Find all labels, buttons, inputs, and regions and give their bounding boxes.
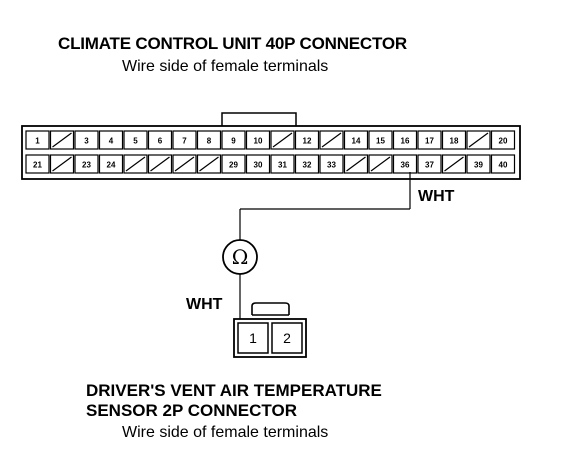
terminal-label: 40 <box>499 161 508 170</box>
terminal-cell-bottom-10 <box>245 154 271 174</box>
unused-terminal-slash <box>444 156 464 172</box>
unused-terminal-slash <box>321 132 342 148</box>
terminal-label: 1 <box>35 137 40 146</box>
terminal-label: 9 <box>231 137 236 146</box>
terminal-cell-top-14 <box>343 130 369 150</box>
wire-label-upper: WHT <box>418 188 455 205</box>
sensor-terminal-2 <box>271 322 303 354</box>
terminal-cell-top-16 <box>392 130 418 150</box>
unused-terminal-slash <box>174 156 195 172</box>
terminal-label: 39 <box>474 161 483 170</box>
terminal-label: 3 <box>84 137 89 146</box>
sensor-pin-label-2: 2 <box>283 330 291 346</box>
terminal-cell-top-1 <box>25 130 50 150</box>
terminal-cell-top-10 <box>245 130 271 150</box>
terminal-label: 14 <box>352 137 361 146</box>
ohm-symbol: Ω <box>232 245 249 269</box>
terminal-label: 15 <box>376 137 385 146</box>
terminal-cell-top-17 <box>417 130 442 150</box>
sensor-terminal-1 <box>237 322 269 354</box>
sensor-subtitle: Wire side of female terminals <box>122 424 329 441</box>
terminal-cell-top-20 <box>490 130 516 150</box>
terminal-label: 20 <box>499 137 508 146</box>
unused-terminal-slash <box>468 132 489 148</box>
terminal-cell-bottom-4 <box>98 154 124 174</box>
terminal-cell-top-8 <box>196 130 222 150</box>
terminal-cell-bottom-11 <box>270 154 295 174</box>
terminal-cell-bottom-12 <box>294 154 320 174</box>
unused-terminal-slash <box>125 156 146 172</box>
terminal-label: 30 <box>254 161 263 170</box>
sensor-title-line1: DRIVER'S VENT AIR TEMPERATURE <box>86 381 382 400</box>
terminal-label: 10 <box>254 137 263 146</box>
terminal-label: 18 <box>450 137 459 146</box>
terminal-cell-top-6 <box>147 130 173 150</box>
unused-terminal-slash <box>370 156 391 172</box>
terminal-label: 17 <box>425 137 434 146</box>
connector-title: CLIMATE CONTROL UNIT 40P CONNECTOR <box>58 34 407 53</box>
connector-latch <box>221 112 297 128</box>
terminal-label: 4 <box>109 137 114 146</box>
terminal-label: 23 <box>82 161 91 170</box>
terminal-cell-bottom-20 <box>490 154 516 174</box>
terminal-label: 31 <box>278 161 287 170</box>
terminal-label: 6 <box>158 137 163 146</box>
connector-subtitle: Wire side of female terminals <box>122 58 329 75</box>
unused-terminal-slash <box>150 156 170 172</box>
connector-bottom-row: 21 23 24 29 30 31 32 33 36 37 39 40 <box>25 154 516 174</box>
sensor-title-line2: SENSOR 2P CONNECTOR <box>86 401 297 420</box>
terminal-cell-top-9 <box>221 130 246 150</box>
unused-terminal-slash <box>199 156 219 172</box>
wire-label-lower: WHT <box>186 296 223 313</box>
terminal-cell-bottom-9 <box>221 154 246 174</box>
sensor-pin-label-1: 1 <box>249 330 257 346</box>
sensor-title: DRIVER'S VENT AIR TEMPERATURE SENSOR 2P … <box>86 381 382 421</box>
terminal-cell-top-4 <box>98 130 124 150</box>
terminal-cell-top-3 <box>74 130 99 150</box>
terminal-label: 32 <box>303 161 312 170</box>
terminal-cell-bottom-3 <box>74 154 99 174</box>
terminal-cell-bottom-19 <box>466 154 491 174</box>
terminal-label: 24 <box>107 161 116 170</box>
terminal-label: 16 <box>401 137 410 146</box>
terminal-cell-bottom-1 <box>25 154 50 174</box>
terminal-label: 8 <box>207 137 212 146</box>
terminal-cell-top-7 <box>172 130 197 150</box>
terminal-cell-bottom-17 <box>417 154 442 174</box>
terminal-cell-top-15 <box>368 130 393 150</box>
unused-terminal-slash <box>272 132 293 148</box>
terminal-label: 5 <box>133 137 138 146</box>
terminal-cell-bottom-13 <box>319 154 344 174</box>
terminal-label: 29 <box>229 161 238 170</box>
terminal-label: 36 <box>401 161 410 170</box>
unused-terminal-slash <box>52 132 72 148</box>
terminal-label: 37 <box>425 161 434 170</box>
unused-terminal-slash <box>346 156 366 172</box>
terminal-label: 33 <box>327 161 336 170</box>
terminal-cell-top-12 <box>294 130 320 150</box>
terminal-label: 21 <box>33 161 42 170</box>
sensor-connector-latch <box>251 302 290 315</box>
unused-terminal-slash <box>52 156 72 172</box>
terminal-label: 12 <box>303 137 312 146</box>
terminal-cell-top-5 <box>123 130 148 150</box>
terminal-cell-top-18 <box>441 130 467 150</box>
terminal-label: 7 <box>182 137 187 146</box>
terminal-cell-bottom-16 <box>392 154 418 174</box>
connector-top-row: 1 3 4 5 6 7 8 9 10 12 14 15 16 17 18 20 <box>25 130 516 150</box>
